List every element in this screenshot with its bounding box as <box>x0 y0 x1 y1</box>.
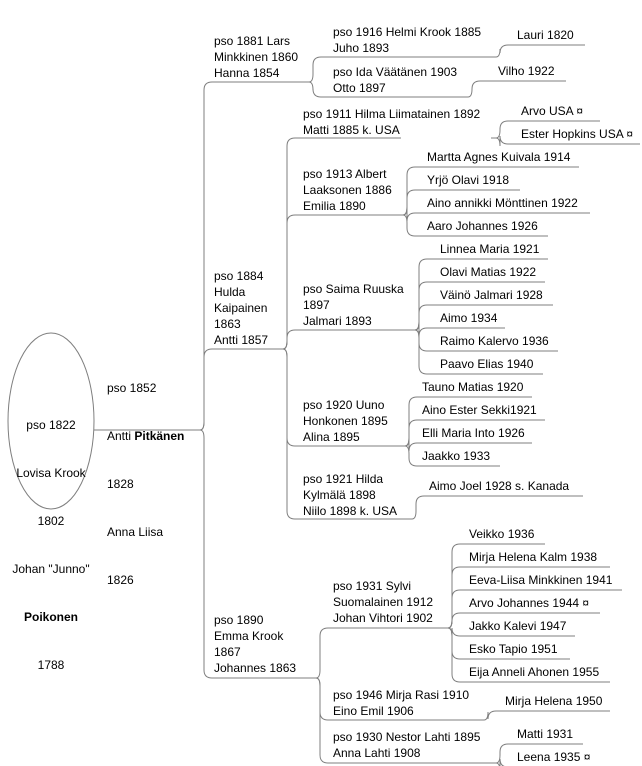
leaf-item: Aino annikki Mönttinen 1922 <box>427 196 578 210</box>
connector <box>308 81 462 98</box>
node-pso-1946: pso 1946 Mirja Rasi 1910 Eino Emil 1906 <box>333 688 470 718</box>
node-line: 1828 <box>107 477 134 491</box>
connector <box>199 429 312 679</box>
node-pso-1884: pso 1884 Hulda Kaipainen 1863 Antti 1857 <box>214 269 269 347</box>
leaf-item: Lauri 1820 <box>517 28 574 42</box>
node-pso-1911: pso 1911 Hilma Liimatainen 1892 Matti 18… <box>303 107 481 137</box>
connector <box>282 348 407 520</box>
connector <box>404 445 500 467</box>
node-pso-1881: pso 1881 Lars Minkkinen 1860 Hanna 1854 <box>214 34 299 80</box>
node-line: Anna Liisa <box>107 525 164 539</box>
root-node: pso 1822 Lovisa Krook 1802 Johan "Junno"… <box>8 385 94 705</box>
connector <box>495 743 583 764</box>
connector <box>467 80 566 98</box>
connector <box>447 627 610 683</box>
connector <box>282 329 410 350</box>
connector <box>447 612 600 629</box>
connector <box>495 44 585 58</box>
leaf-item: Aaro Johannes 1926 <box>427 219 538 233</box>
leaf-item: Elli Maria Into 1926 <box>422 426 525 440</box>
node-line: pso 1852 <box>107 381 157 395</box>
node-pso-1916: pso 1916 Helmi Krook 1885 Juho 1893 <box>333 25 482 55</box>
leaf-item: Mirja Helena 1950 <box>505 694 603 708</box>
root-line: 1802 <box>37 514 65 528</box>
node-pso-1890: pso 1890 Emma Krook 1867 Johannes 1863 <box>214 613 297 675</box>
root-line: Lovisa Krook <box>16 466 86 480</box>
leaf-item: Veikko 1936 <box>469 527 535 541</box>
leaf-item: Eeva-Liisa Minkkinen 1941 <box>469 573 613 587</box>
leaf-item: Jakko Kalevi 1947 <box>469 619 567 633</box>
connector <box>308 56 491 83</box>
node-pso-ida: pso Ida Väätänen 1903 Otto 1897 <box>333 65 458 95</box>
connector <box>199 348 276 431</box>
connector <box>315 627 443 679</box>
node-pso-1931: pso 1931 Sylvi Suomalainen 1912 Johan Vi… <box>333 579 434 625</box>
leaf-item: Aimo 1934 <box>440 311 498 325</box>
root-line: pso 1822 <box>26 418 76 432</box>
leaf-item: Linnea Maria 1921 <box>440 242 540 256</box>
connector <box>199 81 306 431</box>
connector <box>411 495 583 520</box>
root-line: 1788 <box>37 658 65 672</box>
node-pso-1921: pso 1921 Hilda Kylmälä 1898 Niilo 1898 k… <box>303 472 398 518</box>
leaf-item: Paavo Elias 1940 <box>440 357 534 371</box>
leaf-item: Arvo USA ¤ <box>521 104 584 118</box>
node-pso-1852: pso 1852 Antti Pitkänen 1828 Anna Liisa … <box>107 348 184 620</box>
node-text: Antti <box>107 429 135 443</box>
connector <box>483 710 610 721</box>
node-line: Antti Pitkänen <box>107 428 184 444</box>
node-pso-saima: pso Saima Ruuska 1897 Jalmari 1893 <box>303 282 404 328</box>
node-pso-1913: pso 1913 Albert Laaksonen 1886 Emilia 18… <box>303 167 392 213</box>
root-line: Johan "Junno" <box>12 562 90 576</box>
leaf-item: Matti 1931 <box>517 727 574 741</box>
connector <box>315 677 490 764</box>
node-pso-1930: pso 1930 Nestor Lahti 1895 Anna Lahti 19… <box>333 730 481 760</box>
leaf-item: Eija Anneli Ahonen 1955 <box>469 665 600 679</box>
leaf-item: Ester Hopkins USA ¤ <box>521 127 634 141</box>
connector <box>414 329 543 375</box>
leaf-item: Olavi Matias 1922 <box>440 265 537 279</box>
leaf-item: Raimo Kalervo 1936 <box>440 334 549 348</box>
connector <box>495 120 600 139</box>
leaf-item: Aimo Joel 1928 s. Kanada <box>429 479 570 493</box>
connector <box>495 135 640 147</box>
leaf-item: Leena 1935 ¤ <box>517 750 591 764</box>
leaf-item: Arvo Johannes 1944 ¤ <box>469 596 590 610</box>
leaf-item: Väinö Jalmari 1928 <box>440 288 543 302</box>
node-text-bold: Pitkänen <box>134 429 185 443</box>
leaf-item: Vilho 1922 <box>498 64 555 78</box>
leaf-item: Jaakko 1933 <box>422 449 491 463</box>
leaf-item: Martta Agnes Kuivala 1914 <box>427 150 571 164</box>
connector <box>402 214 548 237</box>
connector <box>495 758 505 766</box>
node-pso-1920: pso 1920 Uuno Honkonen 1895 Alina 1895 <box>303 398 388 444</box>
leaf-item: Mirja Helena Kalm 1938 <box>469 550 598 564</box>
node-line: 1826 <box>107 573 134 587</box>
root-line: Poikonen <box>23 610 78 624</box>
leaf-item: Yrjö Olavi 1918 <box>427 173 510 187</box>
leaf-item: Tauno Matias 1920 <box>422 380 524 394</box>
leaf-item: Esko Tapio 1951 <box>469 642 558 656</box>
leaf-item: Aino Ester Sekki1921 <box>422 403 537 417</box>
